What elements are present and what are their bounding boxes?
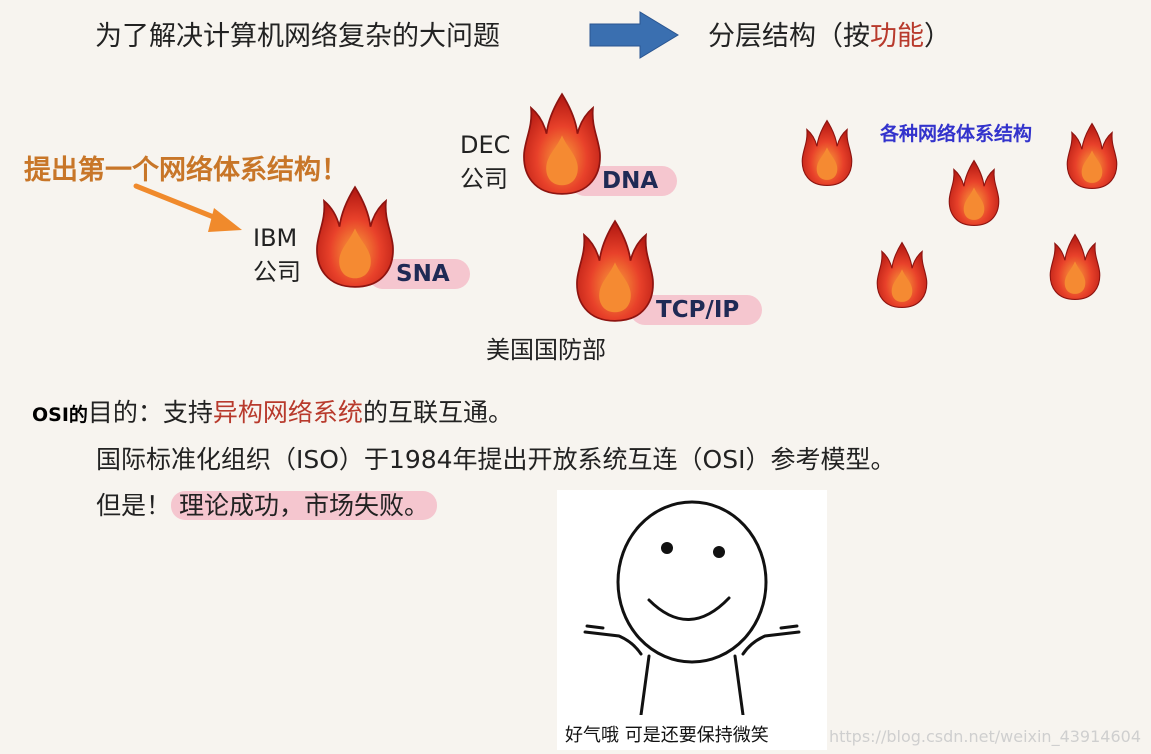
dec-company: 公司 xyxy=(460,165,508,193)
flame-icon xyxy=(946,156,1002,230)
first-architecture-callout: 提出第一个网络体系结构！ xyxy=(24,155,348,186)
result-highlight: 理论成功，市场失败。 xyxy=(171,491,438,520)
ibm-label: IBM 公司 xyxy=(253,221,301,289)
flame-icon xyxy=(572,212,658,330)
iso-line: 国际标准化组织（ISO）于1984年提出开放系统互连（OSI）参考模型。 xyxy=(96,445,896,474)
right-arrow-icon xyxy=(589,11,679,59)
meme-caption: 好气哦 可是还要保持微笑 xyxy=(565,725,769,746)
flame-icon xyxy=(1047,230,1103,304)
title-left: 为了解决计算机网络复杂的大问题 xyxy=(95,21,500,52)
dna-label: DNA xyxy=(602,168,659,194)
purpose-end: 的互联互通。 xyxy=(362,398,513,427)
purpose-text: 目的：支持 xyxy=(87,398,213,427)
dec-name: DEC xyxy=(460,131,511,159)
tcpip-label: TCP/IP xyxy=(656,297,740,323)
watermark: https://blog.csdn.net/weixin_43914604 xyxy=(828,727,1141,746)
various-architectures-label: 各种网络体系结构 xyxy=(880,123,1033,145)
ibm-company: 公司 xyxy=(253,258,301,286)
ibm-name: IBM xyxy=(253,224,298,252)
result-line: 但是！理论成功，市场失败。 xyxy=(96,486,438,522)
flame-icon xyxy=(312,178,398,296)
smiling-stickman-image xyxy=(583,500,801,715)
sna-label: SNA xyxy=(396,261,450,287)
tcpip-pill xyxy=(630,295,762,325)
title-right-red: 功能 xyxy=(870,21,924,52)
osi-purpose-line: OSI的目的：支持异构网络系统的互联互通。 xyxy=(32,393,513,429)
title-right-end: ） xyxy=(924,21,951,52)
title-right: 分层结构（按功能） xyxy=(708,14,951,53)
flame-icon xyxy=(519,85,605,203)
osi-prefix: OSI的 xyxy=(32,404,88,426)
result-prefix: 但是！ xyxy=(96,491,172,520)
title-right-text: 分层结构（按 xyxy=(708,21,870,52)
dec-label: DEC 公司 xyxy=(460,128,510,196)
orange-arrow-icon xyxy=(133,183,242,232)
flame-icon xyxy=(1064,119,1120,193)
flame-icon xyxy=(874,238,930,312)
purpose-highlight: 异构网络系统 xyxy=(212,398,363,427)
dod-label: 美国国防部 xyxy=(486,336,606,364)
flame-icon xyxy=(799,116,855,190)
